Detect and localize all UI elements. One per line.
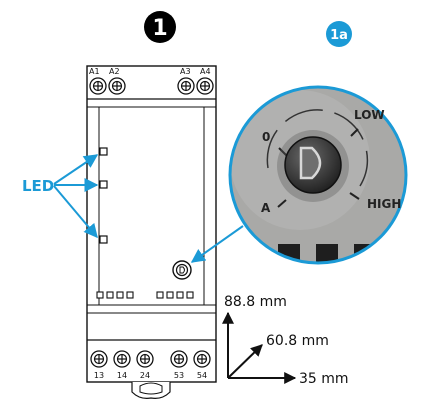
terminal-label-53: 53 bbox=[174, 371, 184, 380]
dial-label-high: HIGH bbox=[367, 197, 401, 211]
terminal-label-a3: A3 bbox=[180, 67, 191, 76]
led-pointer-arrows bbox=[53, 154, 99, 239]
din-module bbox=[86, 65, 217, 399]
step-badge-1-label: 1 bbox=[152, 16, 167, 41]
bottom-terminal-screws bbox=[90, 350, 211, 368]
step-badge-1: 1 bbox=[144, 11, 176, 43]
terminal-label-13: 13 bbox=[94, 371, 104, 380]
dimension-depth-label: 60.8 mm bbox=[266, 333, 329, 349]
indicator-squares-left bbox=[96, 291, 134, 299]
zoom-pointer-arrow bbox=[190, 225, 244, 263]
terminal-label-14: 14 bbox=[117, 371, 127, 380]
terminal-label-a4: A4 bbox=[200, 67, 211, 76]
screw-terminal-13 bbox=[90, 350, 108, 368]
screw-terminal-14 bbox=[113, 350, 131, 368]
dimension-width-label: 35 mm bbox=[299, 371, 349, 387]
screw-terminal-53 bbox=[170, 350, 188, 368]
terminal-label-54: 54 bbox=[197, 371, 207, 380]
dimension-height-label: 88.8 mm bbox=[224, 294, 287, 310]
step-badge-1a-label: 1a bbox=[330, 28, 348, 43]
dial-label-zero: 0 bbox=[262, 130, 270, 144]
indicator-squares-right bbox=[156, 291, 194, 299]
adjustment-knob bbox=[172, 260, 192, 280]
screw-terminal-a4 bbox=[196, 77, 214, 95]
terminal-label-a2: A2 bbox=[109, 67, 120, 76]
top-terminal-screws bbox=[89, 77, 214, 95]
dimension-axes bbox=[222, 311, 297, 384]
screw-terminal-a2 bbox=[108, 77, 126, 95]
dial-label-low: LOW bbox=[354, 108, 385, 122]
screw-terminal-a3 bbox=[177, 77, 195, 95]
led-indicator-3 bbox=[99, 235, 108, 244]
led-label: LED bbox=[22, 177, 54, 195]
screw-terminal-24 bbox=[136, 350, 154, 368]
led-indicator-1 bbox=[99, 147, 108, 156]
zoom-callout bbox=[228, 85, 408, 265]
dial-label-auto: A bbox=[261, 201, 271, 215]
screw-terminal-54 bbox=[193, 350, 211, 368]
led-indicator-2 bbox=[99, 180, 108, 189]
terminal-label-a1: A1 bbox=[89, 67, 100, 76]
depth-axis-arrow bbox=[227, 344, 263, 379]
step-badge-1a: 1a bbox=[326, 21, 352, 47]
terminal-label-24: 24 bbox=[140, 371, 150, 380]
screw-terminal-a1 bbox=[89, 77, 107, 95]
